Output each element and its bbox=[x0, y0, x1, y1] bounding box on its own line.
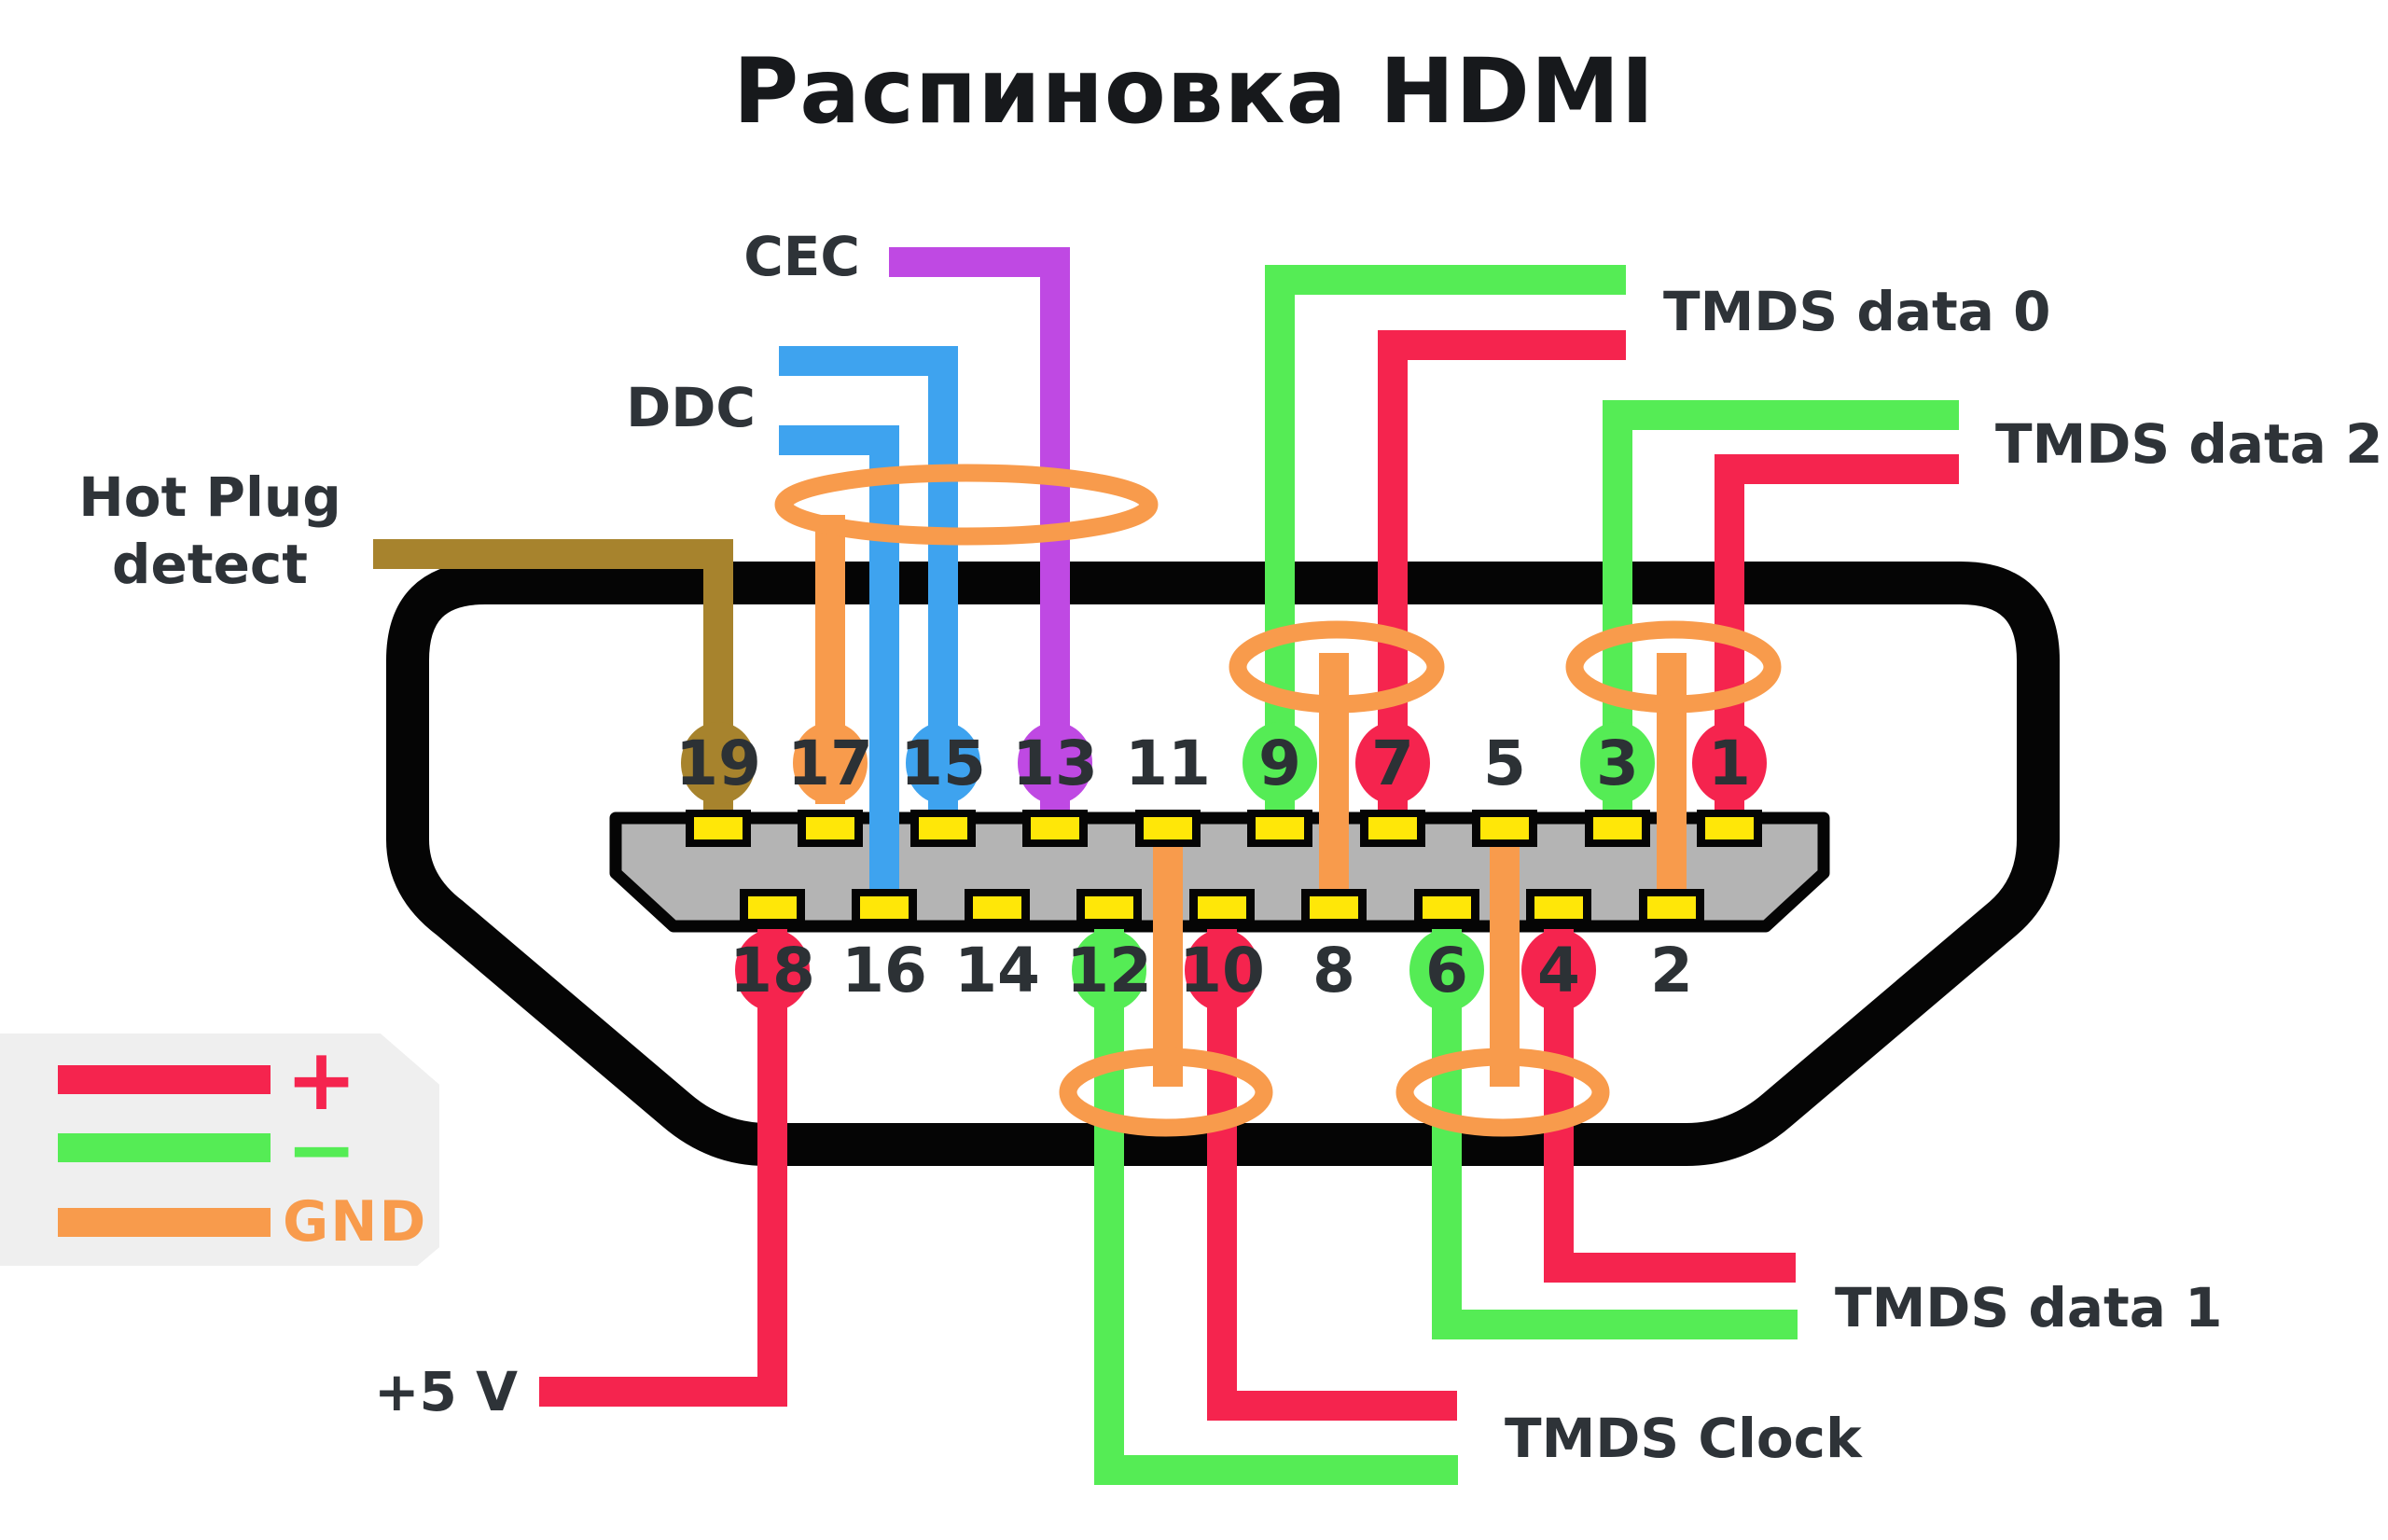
ddc-cec-shield-ring bbox=[774, 464, 1159, 546]
tmds-data0-shield-ring bbox=[1229, 620, 1445, 714]
pad-pin-13 bbox=[1031, 817, 1079, 839]
wire-ddc-sda-16 bbox=[779, 425, 899, 901]
label-tmds-clock: TMDS Clock bbox=[1505, 1407, 1862, 1470]
wire-tmds-data0-plus-7 bbox=[1378, 330, 1626, 815]
wire-tmds-data1-plus-4 bbox=[1544, 929, 1796, 1283]
pin-number-2: 2 bbox=[1650, 935, 1693, 1006]
pad-pin-16 bbox=[860, 896, 909, 919]
wire-tmds-clock-minus-12 bbox=[1094, 929, 1458, 1485]
legend-positive-bar bbox=[58, 1065, 271, 1094]
pin-number-4: 4 bbox=[1537, 935, 1580, 1006]
pin-bubble-3 bbox=[1580, 722, 1655, 804]
wire-cec-13 bbox=[889, 247, 1070, 815]
pad-pin-14 bbox=[973, 896, 1021, 919]
pin-bubble-4 bbox=[1521, 929, 1596, 1011]
pad-pin-17 bbox=[806, 817, 854, 839]
pin-bubble-17 bbox=[793, 722, 868, 804]
pin-bubble-9 bbox=[1243, 722, 1317, 804]
pad-pin-4 bbox=[1534, 896, 1583, 919]
pad-pin-1 bbox=[1705, 817, 1754, 839]
pin-number-5: 5 bbox=[1483, 728, 1526, 799]
pin-number-17: 17 bbox=[787, 728, 873, 799]
pad-pin-6 bbox=[1423, 896, 1471, 919]
pad-pin-15 bbox=[919, 817, 967, 839]
label-hot-plug-detect: Hot Plug detect bbox=[56, 464, 364, 598]
pin-bubble-18 bbox=[735, 929, 810, 1011]
label-ddc: DDC bbox=[626, 376, 756, 439]
tmds-data2-shield-ring bbox=[1565, 620, 1782, 714]
legend-gnd-label: GND bbox=[283, 1189, 428, 1255]
pin-number-12: 12 bbox=[1066, 935, 1152, 1006]
tmds-clock-shield-ring bbox=[1059, 1047, 1273, 1137]
pad-pin-3 bbox=[1593, 817, 1642, 839]
pad-pin-12 bbox=[1085, 896, 1133, 919]
pin-number-11: 11 bbox=[1125, 728, 1211, 799]
pad-pin-10 bbox=[1198, 896, 1246, 919]
legend-negative-bar bbox=[58, 1133, 271, 1162]
legend-minus-symbol: − bbox=[285, 1100, 358, 1200]
pin-number-14: 14 bbox=[954, 935, 1040, 1006]
label-tmds-data2: TMDS data 2 bbox=[1995, 412, 2383, 476]
wire-tmds-data2-minus-3 bbox=[1603, 400, 1959, 815]
pin-number-8: 8 bbox=[1312, 935, 1355, 1006]
pin-number-19: 19 bbox=[675, 728, 761, 799]
pin-number-9: 9 bbox=[1258, 728, 1301, 799]
pin-bubble-19 bbox=[681, 722, 756, 804]
label-tmds-data1: TMDS data 1 bbox=[1835, 1276, 2223, 1339]
pin-bubble-7 bbox=[1355, 722, 1430, 804]
label-plus5v: +5 V bbox=[373, 1360, 518, 1423]
pin-number-15: 15 bbox=[900, 728, 986, 799]
pin-number-3: 3 bbox=[1596, 728, 1639, 799]
legend-plus-symbol: + bbox=[285, 1030, 358, 1130]
page-title: Распиновка HDMI bbox=[732, 39, 1656, 144]
wire-ddc-scl-15 bbox=[779, 346, 958, 815]
label-hot-plug-line1: Hot Plug bbox=[78, 465, 341, 529]
pad-pin-11 bbox=[1144, 817, 1192, 839]
pad-pin-19 bbox=[694, 817, 743, 839]
pin-number-13: 13 bbox=[1012, 728, 1098, 799]
tmds-data1-shield-ring bbox=[1395, 1047, 1610, 1137]
pad-pin-5 bbox=[1480, 817, 1529, 839]
pin-number-6: 6 bbox=[1425, 935, 1468, 1006]
pin-number-18: 18 bbox=[729, 935, 815, 1006]
pin-bubble-15 bbox=[906, 722, 980, 804]
pin-bubble-13 bbox=[1018, 722, 1092, 804]
wire-plus5v-18 bbox=[539, 929, 787, 1407]
pin-number-7: 7 bbox=[1371, 728, 1414, 799]
pad-pin-8 bbox=[1310, 896, 1358, 919]
label-hot-plug-line2: detect bbox=[111, 533, 309, 596]
pin-bubble-6 bbox=[1409, 929, 1484, 1011]
pad-pin-7 bbox=[1368, 817, 1417, 839]
label-tmds-data0: TMDS data 0 bbox=[1663, 280, 2051, 343]
pad-pin-18 bbox=[748, 896, 797, 919]
legend-panel: + − GND bbox=[0, 1034, 439, 1266]
pin-bubble-1 bbox=[1692, 722, 1767, 804]
pin-bubble-10 bbox=[1185, 929, 1259, 1011]
pin-number-16: 16 bbox=[841, 935, 927, 1006]
pin-number-1: 1 bbox=[1708, 728, 1751, 799]
pin-bubble-12 bbox=[1072, 929, 1146, 1011]
pin-number-10: 10 bbox=[1179, 935, 1265, 1006]
pad-pin-2 bbox=[1647, 896, 1696, 919]
pad-pin-9 bbox=[1256, 817, 1304, 839]
label-cec: CEC bbox=[743, 225, 860, 288]
wire-tmds-clock-plus-10 bbox=[1207, 929, 1457, 1421]
legend-gnd-bar bbox=[58, 1208, 271, 1237]
